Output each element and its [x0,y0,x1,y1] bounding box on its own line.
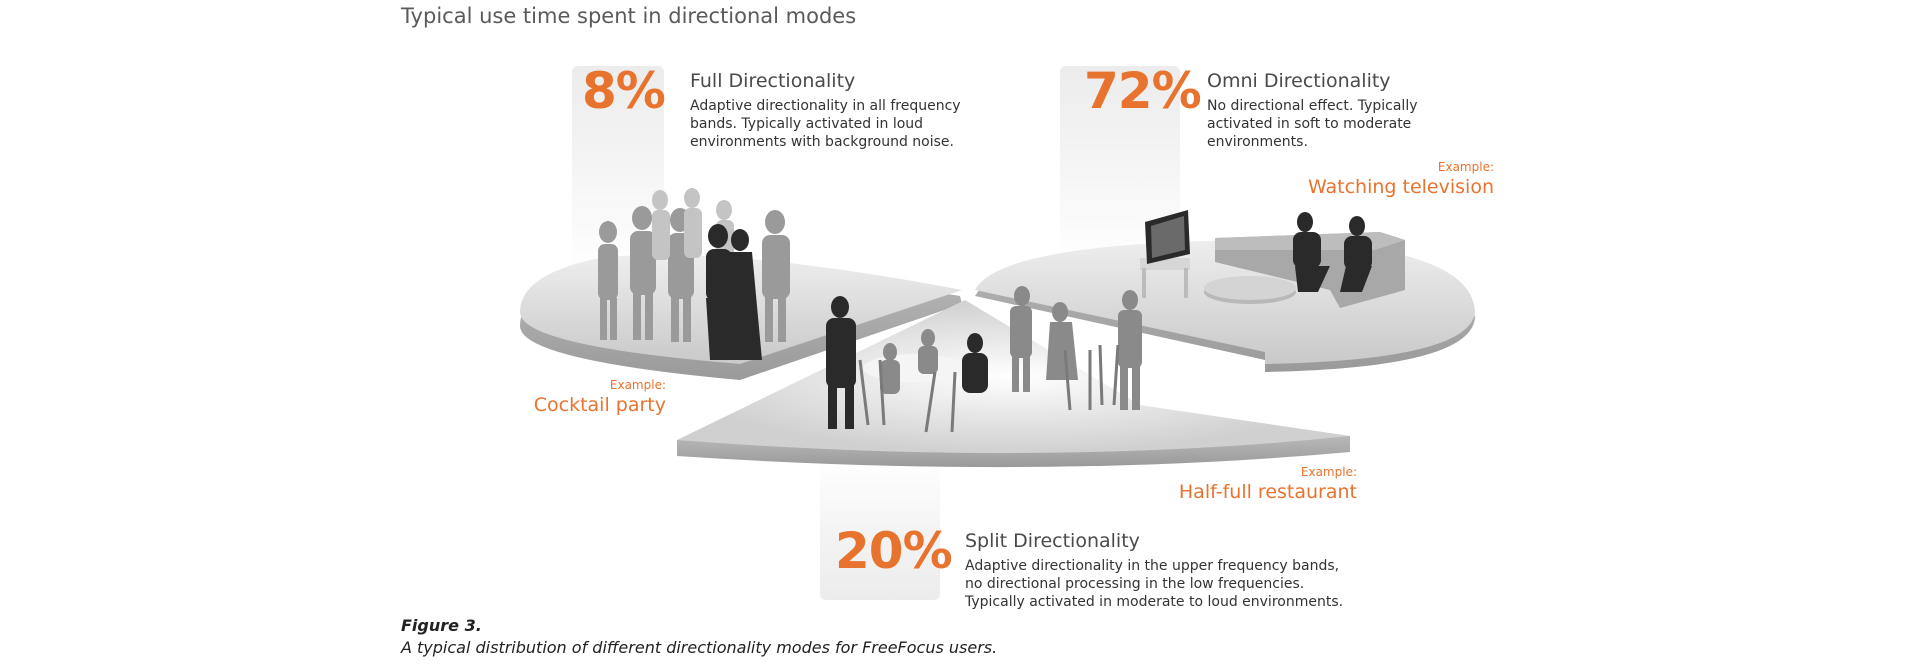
omni-description: No directional effect. Typically activat… [1207,97,1537,151]
figure-caption: A typical distribution of different dire… [401,638,998,657]
omni-desc-line: environments. [1207,134,1308,150]
full-example-label: Example: [609,378,666,392]
split-desc-line: no directional processing in the low fre… [965,576,1305,592]
omni-percent: 72% [1084,62,1202,120]
split-desc-line: Typically activated in moderate to loud … [965,594,1344,610]
full-desc-line: Adaptive directionality in all frequency [690,98,961,114]
omni-title: Omni Directionality [1207,70,1391,92]
omni-desc-line: No directional effect. Typically [1207,98,1418,114]
chart-title: Typical use time spent in directional mo… [401,4,857,28]
full-title: Full Directionality [690,70,856,92]
cocktail-party-illustration [598,188,790,360]
split-desc-line: Adaptive directionality in the upper fre… [965,558,1340,574]
split-example-label: Example: [1300,465,1357,479]
full-desc-line: environments with background noise. [690,134,954,150]
split-title: Split Directionality [965,530,1140,552]
full-percent: 8% [582,62,666,120]
full-description: Adaptive directionality in all frequency… [690,97,1020,151]
split-percent: 20% [835,522,953,580]
split-description: Adaptive directionality in the upper fre… [965,557,1385,611]
omni-desc-line: activated in soft to moderate [1207,116,1412,132]
full-example: Cocktail party [533,394,666,416]
television-illustration [1140,210,1405,308]
split-pct-column [820,460,940,600]
omni-example: Watching television [1307,176,1494,198]
split-example: Half-full restaurant [1178,481,1357,503]
full-desc-line: bands. Typically activated in loud [690,116,924,132]
figure-number: Figure 3. [401,616,482,635]
omni-example-label: Example: [1437,160,1494,174]
restaurant-illustration [826,286,1142,433]
